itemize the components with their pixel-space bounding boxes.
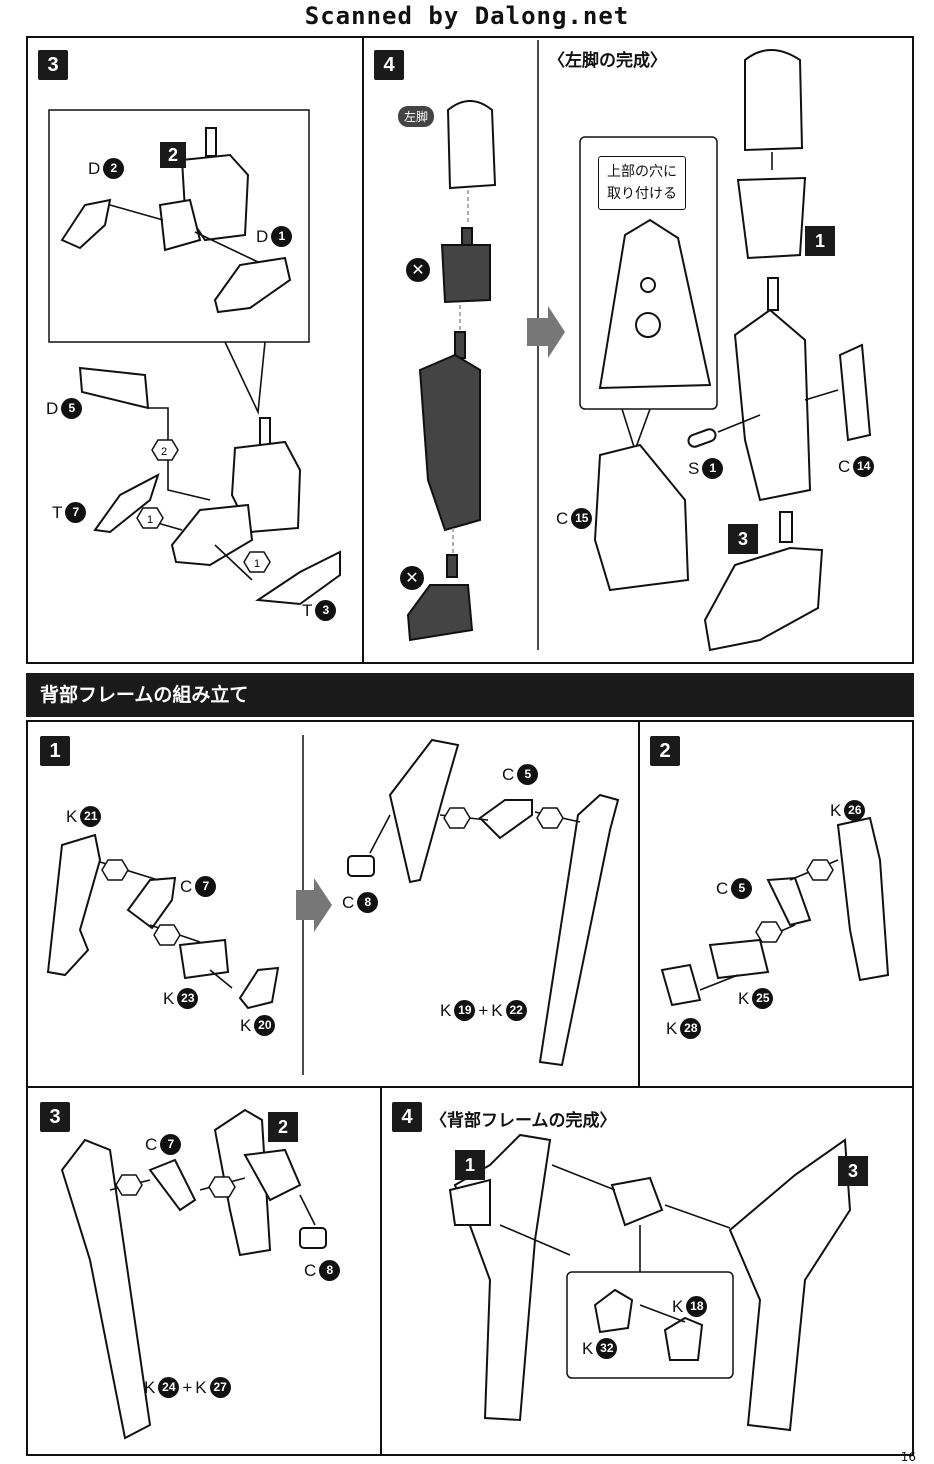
order-1b-text: 1 xyxy=(254,558,260,570)
back-step-number-2: 2 xyxy=(650,736,680,766)
panel-back-step4 xyxy=(380,1086,914,1456)
no-part-mark-1: ✕ xyxy=(406,258,430,282)
left-leg-complete-title: 〈左脚の完成〉 xyxy=(548,51,667,71)
step-number-3: 3 xyxy=(38,50,68,80)
back-step-number-1: 1 xyxy=(40,736,70,766)
no-part-mark-2: ✕ xyxy=(400,566,424,590)
scan-header: Scanned by Dalong.net xyxy=(304,2,630,30)
sub-step-2-badge-back: 2 xyxy=(268,1112,298,1142)
order-1-text: 1 xyxy=(147,514,153,526)
sub-step-1-badge: 1 xyxy=(805,226,835,256)
sub-step-3-badge-back: 3 xyxy=(838,1156,868,1186)
attach-note: 上部の穴に取り付ける xyxy=(598,156,686,210)
sub-step-3-badge: 3 xyxy=(728,524,758,554)
back-step-number-3: 3 xyxy=(40,1102,70,1132)
page-number: 16 xyxy=(900,1450,916,1464)
panel-back-step1 xyxy=(26,720,640,1088)
order-2-text: 2 xyxy=(161,446,167,458)
step-number-4: 4 xyxy=(374,50,404,80)
back-frame-complete-title: 〈背部フレームの完成〉 xyxy=(430,1111,617,1131)
back-step-number-4: 4 xyxy=(392,1102,422,1132)
sub-step-1-badge-back: 1 xyxy=(455,1150,485,1180)
order-markers xyxy=(101,807,834,1198)
back-frame-section-title: 背部フレームの組み立て xyxy=(26,673,914,717)
left-leg-tag: 左脚 xyxy=(398,106,435,127)
sub-step-2-badge: 2 xyxy=(160,142,186,168)
